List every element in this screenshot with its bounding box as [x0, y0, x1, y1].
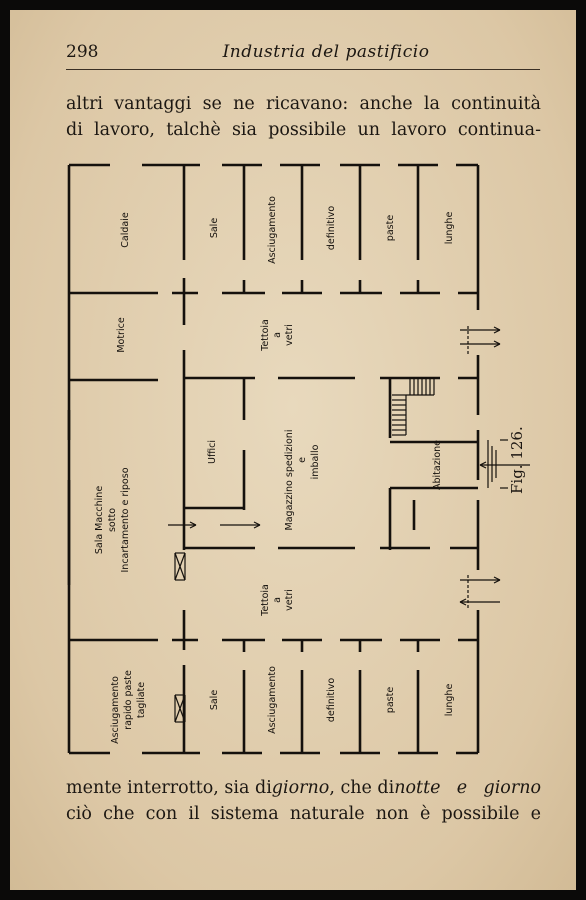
label-lunghe-top: lunghe: [444, 212, 455, 245]
label-definitivo-top: definitivo: [326, 206, 337, 251]
label-tettoia-bot-1: Tettoia: [260, 584, 271, 617]
label-uffici: Uffici: [207, 440, 218, 464]
label-sala-macchine-3: Incartamento e riposo: [120, 467, 131, 572]
label-asciug-rapido-1: Asciugamento: [110, 676, 121, 744]
staircase: [392, 377, 435, 436]
body-text-line: ciò che con il sistema naturale non è po…: [66, 804, 541, 824]
label-tettoia-bot-3: vetri: [284, 589, 295, 611]
label-sala-macchine-2: sotto: [107, 508, 118, 532]
label-tettoia-top-3: vetri: [284, 324, 295, 346]
body-text-line: mente interrotto, sia di giorno, che di …: [66, 778, 541, 798]
label-lunghe-bot: lunghe: [444, 684, 455, 717]
label-magazzino-2: e: [297, 457, 308, 463]
label-tettoia-top-2: a: [272, 332, 283, 338]
label-asciug-rapido-3: tagliate: [136, 682, 147, 718]
label-asciugamento-top: Asciugamento: [267, 196, 278, 264]
label-magazzino-3: imballo: [310, 444, 321, 479]
body-text-line: altri vantaggi se ne ricavano: anche la …: [66, 94, 541, 114]
top-row-partitions: [69, 165, 478, 325]
figure-caption: Fig. 126.: [508, 426, 526, 494]
book-page: 298 Industria del pastificio altri vanta…: [10, 10, 576, 890]
page-number: 298: [66, 42, 99, 62]
bottom-row-partitions: [67, 480, 478, 753]
label-asciugamento-bot: Asciugamento: [267, 666, 278, 734]
direction-arrows: [168, 326, 530, 610]
text-run-italic: giorno: [271, 778, 330, 798]
label-caldaie: Caldaie: [120, 212, 131, 248]
label-tettoia-top-1: Tettoia: [260, 319, 271, 352]
text-run-italic: notte e giorno: [394, 778, 541, 798]
label-sale-bot: Sale: [209, 690, 220, 710]
page-header: 298 Industria del pastificio: [66, 42, 542, 68]
label-magazzino-1: Magazzino spedizioni: [284, 430, 295, 531]
body-text-line: di lavoro, talchè sia possibile un lavor…: [66, 120, 541, 140]
machinery-boxes: [174, 552, 186, 723]
label-definitivo-bot: definitivo: [326, 678, 337, 723]
label-tettoia-bot-2: a: [272, 597, 283, 603]
middle-walls: [67, 350, 478, 550]
text-run: mente interrotto, sia di: [66, 778, 272, 798]
label-sale-top: Sale: [209, 218, 220, 238]
label-paste-top: paste: [385, 215, 396, 242]
text-run: , che di: [329, 778, 395, 798]
label-asciug-rapido-2: rapido paste: [123, 670, 134, 730]
label-sala-macchine-1: Sala Macchine: [94, 486, 105, 554]
running-title: Industria del pastificio: [222, 42, 430, 62]
label-motrice: Motrice: [116, 317, 127, 353]
floor-plan-figure: Caldaie Sale Asciugamento definitivo pas…: [67, 163, 530, 755]
label-abitazione: Abitazione: [432, 440, 443, 490]
label-paste-bot: paste: [385, 687, 396, 714]
header-rule: [66, 69, 540, 70]
